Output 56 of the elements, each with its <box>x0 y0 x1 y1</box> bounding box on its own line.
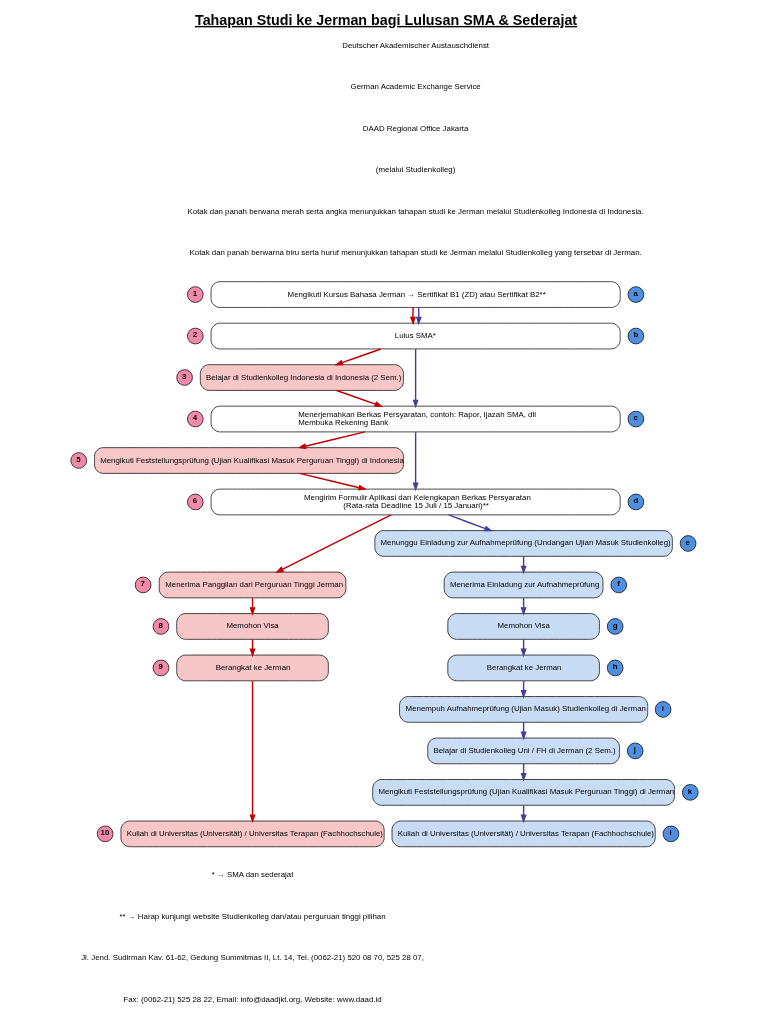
arrow <box>409 306 416 326</box>
arrow <box>249 680 256 824</box>
arrow <box>412 431 419 492</box>
node-label: 5 <box>75 454 81 464</box>
node-label: l <box>669 828 672 838</box>
node-label: a <box>632 288 638 298</box>
node-box: Menempuh Aufnahmeprüfung (Ujian Masuk) Studienkolleg di Jerman <box>398 696 648 723</box>
node-box: Menunggu Einladung zur Aufnahmeprüfung (Undangan Ujian Masuk Studienkolleg) <box>373 530 673 557</box>
node-box: Kuliah di Universitas (Universität) / Universitas Terapan (Fachhochschule) <box>120 820 384 848</box>
node-box: Belajar di Studienkolleg Uni / FH di Jerman (2 Sem.) <box>426 737 620 765</box>
label: DAAD Regional Office Jakarta <box>362 123 468 133</box>
node-label: k <box>687 786 692 796</box>
label: Kotak dan panah berwarna biru serta huruf menunjukkan tahapan studi ke Jerman melalui Studienkolleg yang tersebar di Jerman. <box>189 248 642 258</box>
arrow <box>412 348 419 409</box>
node-label: e <box>685 537 690 547</box>
node-box: Memohon Visa <box>446 613 600 640</box>
node-box: Berangkat ke Jerman <box>175 654 329 682</box>
node-label: 8 <box>157 620 163 630</box>
node-label: i <box>661 703 664 713</box>
node-label: 6 <box>192 496 197 506</box>
node-box: Menerima Panggilan dari Perguruan Tinggi Jerman <box>158 571 346 599</box>
label: Kotak dan panah berwana merah serta angka menunjukkan tahapan studi ke Jerman melalui Studienkolleg Indonesia di Indonesia. <box>187 206 644 216</box>
node-label: j <box>633 745 636 755</box>
label: ** → Harap kunjungi website Studienkolleg dan/atau perguruan tinggi pilihan <box>118 911 386 921</box>
label: Jl. Jend. Sudirman Kav. 61-62, Gedung Summitmas II, Lt. 14, Tel. (0062-21) 520 08 70, 525 28 07, <box>80 953 424 963</box>
node-label: 2 <box>192 330 197 340</box>
arrow <box>335 389 383 407</box>
node-box: Berangkat ke Jerman <box>446 654 600 682</box>
node-box: Menerjemahkan Berkas Persyaratan, contoh: Rapor, Ijazah SMA, dll Membuka Rekening Bank <box>210 405 621 433</box>
label: (melalui Studienkolleg) <box>375 165 455 175</box>
diagram-title: Tahapan Studi ke Jerman bagi Lulusan SMA & Sederajat <box>194 11 577 28</box>
node-box: Mengikuti Kursus Bahasa Jerman → Sertifikat B1 (ZD) atau Sertifikat B2** <box>210 281 621 308</box>
node-box: Mengikuti Feststellungsprüfung (Ujian Kualifikasi Masuk Perguruan Tinggi) di Jerman <box>371 779 675 806</box>
node-label: c <box>632 413 638 423</box>
label: * → SMA dan sederajat <box>211 870 293 880</box>
node-label: 10 <box>100 828 109 838</box>
node-box: Mengirim Formulir Aplikasi dan Kelengkapan Berkas Persyaratan (Rata-rata Deadline 15 Juli / 15 Januari)** <box>210 488 621 516</box>
node-box: Memohon Visa <box>175 613 329 640</box>
node-box: Kuliah di Universitas (Universität) / Universitas Terapan (Fachhochschule) <box>391 820 656 848</box>
label: German Academic Exchange Service <box>350 82 481 92</box>
node-box: Belajar di Studienkolleg Indonesia di Indonesia (2 Sem.) <box>199 364 404 391</box>
node-box: Lulus SMA* <box>210 322 621 350</box>
node-label: 3 <box>181 371 186 381</box>
label: Fax: (0062-21) 525 28 22, Email: info@daadjkt.org, Website: www.daad.id <box>122 994 382 1004</box>
arrow <box>415 306 422 326</box>
node-label: d <box>632 496 638 506</box>
label: Deutscher Akademischer Austauschdienst <box>341 40 489 50</box>
node-label: 9 <box>157 662 163 672</box>
node-label: 4 <box>192 413 197 423</box>
node-box: Menerima Einladung zur Aufnahmeprüfung <box>443 571 603 599</box>
node-label: 1 <box>192 288 197 298</box>
node-label: h <box>612 662 617 672</box>
node-label: g <box>612 620 617 630</box>
node-label: f <box>616 579 620 589</box>
node-label: b <box>632 330 638 340</box>
node-label: 7 <box>140 579 145 589</box>
